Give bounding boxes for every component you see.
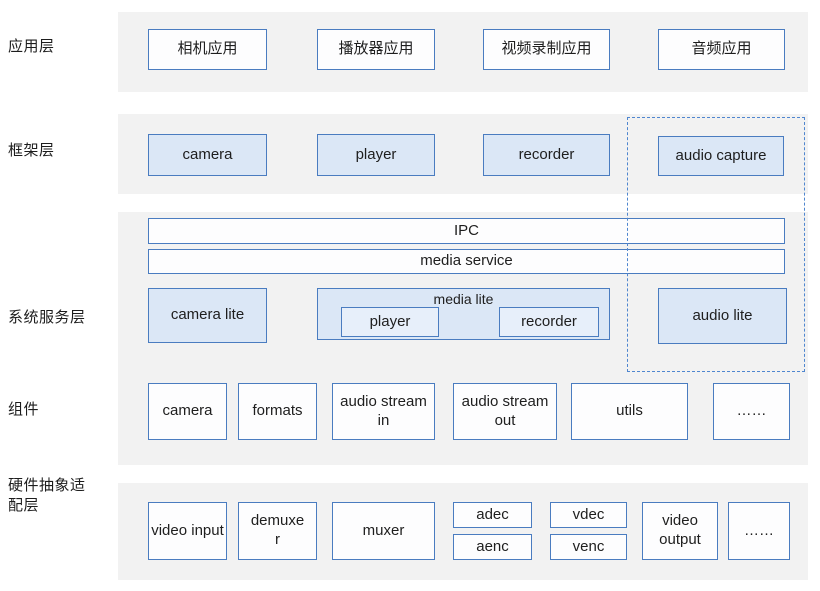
box-component-utils: utils — [571, 383, 688, 440]
box-hal-aenc: aenc — [453, 534, 532, 560]
demuxer-label: demuxer — [250, 512, 305, 548]
bar-ipc: IPC — [148, 218, 785, 244]
box-hal-demuxer: demuxer — [238, 502, 317, 560]
box-camera-lite: camera lite — [148, 288, 267, 343]
box-hal-adec: adec — [453, 502, 532, 528]
layer-label-hal: 硬件抽象适配层 — [8, 477, 86, 515]
box-camera-framework: camera — [148, 134, 267, 176]
box-camera-app: 相机应用 — [148, 29, 267, 70]
box-hal-video-output: video output — [642, 502, 718, 560]
media-lite-label: media lite — [433, 291, 494, 307]
layer-label-components: 组件 — [8, 401, 40, 418]
box-player-app: 播放器应用 — [317, 29, 435, 70]
box-component-audio-stream-in: audio stream in — [332, 383, 435, 440]
layer-label-framework: 框架层 — [8, 142, 55, 159]
box-audio-capture: audio capture — [658, 136, 784, 176]
box-hal-vdec: vdec — [550, 502, 627, 528]
box-video-record-app: 视频录制应用 — [483, 29, 610, 70]
bar-media-service: media service — [148, 249, 785, 274]
box-recorder-framework: recorder — [483, 134, 610, 176]
box-component-formats: formats — [238, 383, 317, 440]
box-player-framework: player — [317, 134, 435, 176]
box-player-lite: player — [341, 307, 439, 337]
box-component-camera: camera — [148, 383, 227, 440]
box-component-audio-stream-out: audio stream out — [453, 383, 557, 440]
box-hal-muxer: muxer — [332, 502, 435, 560]
box-component-ellipsis: …… — [713, 383, 790, 440]
box-hal-venc: venc — [550, 534, 627, 560]
box-audio-lite: audio lite — [658, 288, 787, 344]
box-hal-ellipsis: …… — [728, 502, 790, 560]
layer-label-application: 应用层 — [8, 38, 55, 55]
box-recorder-lite: recorder — [499, 307, 599, 337]
box-hal-video-input: video input — [148, 502, 227, 560]
box-media-lite-container: media lite player recorder — [317, 288, 610, 340]
box-audio-app: 音频应用 — [658, 29, 785, 70]
layer-label-system-service: 系统服务层 — [8, 309, 86, 326]
